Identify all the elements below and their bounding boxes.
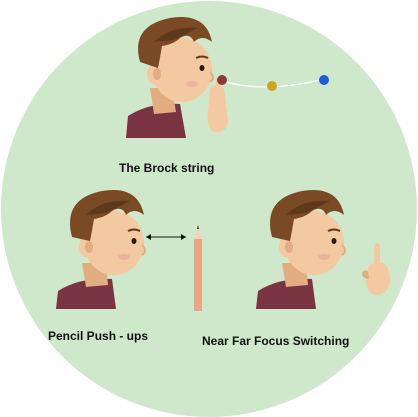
boy-near-far-focus-illustration <box>256 190 390 309</box>
brock-string-label: The Brock string <box>119 161 215 175</box>
yellow-bead <box>267 81 277 91</box>
boy-pencil-pushups-illustration <box>56 190 202 311</box>
boy-brock-string-illustration <box>126 17 329 138</box>
blue-bead <box>319 75 329 85</box>
pencil-pushups-label: Pencil Push - ups <box>48 329 149 343</box>
near-far-focus-label: Near Far Focus Switching <box>202 334 350 348</box>
red-bead <box>217 75 227 85</box>
